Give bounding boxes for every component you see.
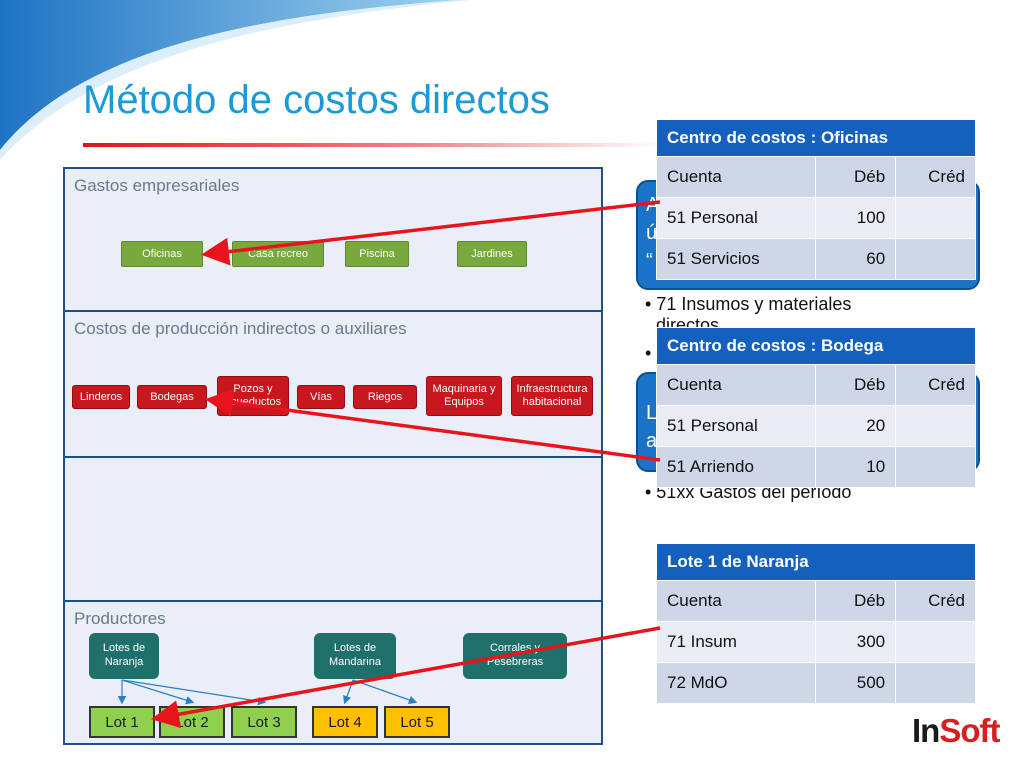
cell-cred bbox=[895, 197, 976, 239]
panel-label: Gastos empresariales bbox=[74, 176, 240, 195]
panel-label: Productores bbox=[74, 609, 166, 628]
header-deb: Déb bbox=[815, 364, 897, 406]
btn-piscina[interactable]: Piscina bbox=[345, 241, 409, 267]
panel-costos-indirectos: Costos de producción indirectos o auxili… bbox=[63, 310, 603, 458]
box1-line: “ bbox=[646, 250, 653, 272]
title-underline bbox=[83, 143, 663, 147]
table-title: Lote 1 de Naranja bbox=[656, 543, 976, 581]
cell-deb: 10 bbox=[815, 446, 897, 488]
table-title: Centro de costos : Bodega bbox=[656, 327, 976, 365]
lot-1[interactable]: Lot 1 bbox=[89, 706, 155, 738]
bullet-71-insumos: • 71 Insumos y materiales bbox=[645, 294, 852, 314]
group-lotes-naranja[interactable]: Lotes de Naranja bbox=[89, 633, 159, 679]
arrow-oficinas bbox=[201, 200, 661, 266]
header-cred: Créd bbox=[895, 364, 976, 406]
box1-line: ú bbox=[646, 222, 658, 244]
cell-deb: 300 bbox=[815, 621, 897, 663]
cell-deb: 500 bbox=[815, 662, 897, 704]
btn-vias[interactable]: Vías bbox=[297, 385, 345, 409]
header-deb: Déb bbox=[815, 156, 897, 198]
table-centro-costos-oficinas: Centro de costos : Oficinas Cuenta Déb C… bbox=[655, 119, 976, 280]
panel-gastos-empresariales: Gastos empresariales Oficinas Casa recre… bbox=[63, 167, 603, 312]
connector-mandarina-lot5 bbox=[352, 679, 418, 704]
btn-infraestructura-habitacional[interactable]: Infraestructura habitacional bbox=[511, 376, 593, 416]
table-title: Centro de costos : Oficinas bbox=[656, 119, 976, 157]
cell-cuenta: 51 Arriendo bbox=[655, 446, 817, 488]
insoft-logo: InSoft bbox=[912, 712, 1000, 750]
header-swoosh-highlight bbox=[0, 0, 470, 160]
header-cred: Créd bbox=[895, 580, 976, 622]
btn-maquinaria-equipos[interactable]: Maquinaria y Equipos bbox=[426, 376, 502, 416]
cell-cred bbox=[895, 238, 976, 280]
bullet-51xx-gastos: • 51xx Gastos del período bbox=[645, 482, 852, 502]
cell-cuenta: 71 Insum bbox=[655, 621, 817, 663]
table-centro-costos-bodega: Centro de costos : Bodega Cuenta Déb Cré… bbox=[655, 327, 976, 488]
cell-cred bbox=[895, 621, 976, 663]
cell-cred bbox=[895, 405, 976, 447]
table-lote-1-naranja: Lote 1 de Naranja Cuenta Déb Créd 71 Ins… bbox=[655, 543, 976, 704]
lot-3[interactable]: Lot 3 bbox=[231, 706, 297, 738]
cell-cuenta: 51 Personal bbox=[655, 197, 817, 239]
btn-jardines[interactable]: Jardines bbox=[457, 241, 527, 267]
logo-part-soft: Soft bbox=[939, 712, 1000, 749]
cell-deb: 20 bbox=[815, 405, 897, 447]
panel-label: Costos de producción indirectos o auxili… bbox=[74, 319, 407, 338]
arrow-lot-1 bbox=[151, 626, 661, 729]
panel-empty bbox=[63, 456, 603, 602]
header-swoosh bbox=[0, 0, 460, 150]
box2-line: a bbox=[646, 430, 658, 452]
header-cred: Créd bbox=[895, 156, 976, 198]
header-deb: Déb bbox=[815, 580, 897, 622]
cell-cred bbox=[895, 446, 976, 488]
box2-line: L bbox=[646, 402, 658, 424]
cell-cuenta: 51 Personal bbox=[655, 405, 817, 447]
connector-naranja-lot3 bbox=[121, 679, 267, 706]
cell-cuenta: 51 Servicios bbox=[655, 238, 817, 280]
connector-naranja-lot2 bbox=[121, 679, 195, 705]
header-cuenta: Cuenta bbox=[655, 364, 817, 406]
header-cuenta: Cuenta bbox=[655, 156, 817, 198]
arrow-bodegas bbox=[205, 388, 661, 462]
group-corrales-pesebreras[interactable]: Corrales y Pesebreras bbox=[463, 633, 567, 679]
lot-4[interactable]: Lot 4 bbox=[312, 706, 378, 738]
btn-riegos[interactable]: Riegos bbox=[353, 385, 417, 409]
cell-cred bbox=[895, 662, 976, 704]
page-title: Método de costos directos bbox=[83, 78, 550, 122]
lot-5[interactable]: Lot 5 bbox=[384, 706, 450, 738]
btn-bodegas[interactable]: Bodegas bbox=[137, 385, 207, 409]
cell-deb: 60 bbox=[815, 238, 897, 280]
cell-deb: 100 bbox=[815, 197, 897, 239]
bullet-empty: • bbox=[645, 343, 652, 363]
cell-cuenta: 72 MdO bbox=[655, 662, 817, 704]
logo-part-in: In bbox=[912, 712, 940, 749]
group-lotes-mandarina[interactable]: Lotes de Mandarina bbox=[314, 633, 396, 679]
btn-linderos[interactable]: Linderos bbox=[72, 385, 130, 409]
